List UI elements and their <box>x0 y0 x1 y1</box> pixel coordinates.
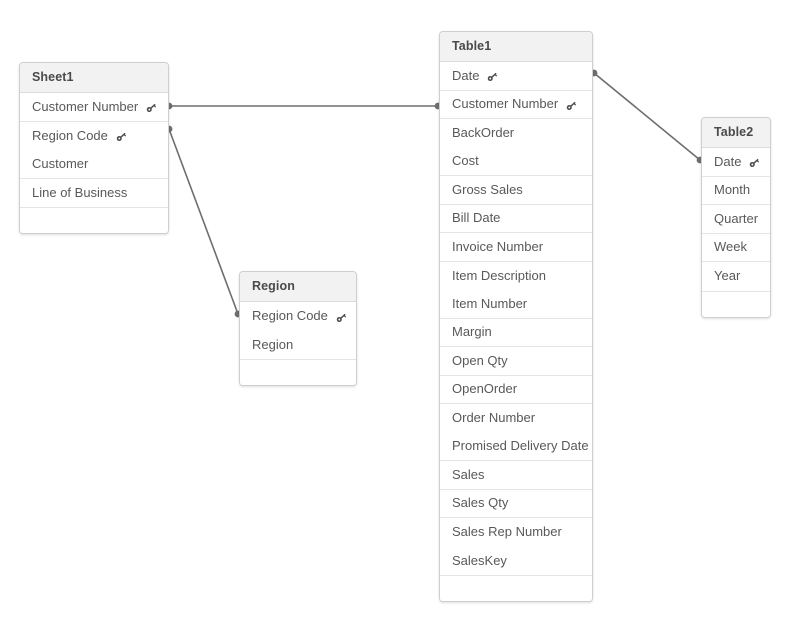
table-footer-spacer <box>240 359 356 385</box>
field-label: Order Number <box>452 410 536 425</box>
field-row[interactable]: Date <box>702 148 770 177</box>
field-label: Week <box>714 239 747 254</box>
field-row[interactable]: BackOrder <box>440 119 592 148</box>
field-row[interactable]: SalesKey <box>440 547 592 576</box>
field-label: Region Code <box>252 308 328 323</box>
field-row[interactable]: Date <box>440 62 592 91</box>
association-line <box>593 72 701 161</box>
field-row[interactable]: Region Code <box>20 122 168 151</box>
field-row[interactable]: Month <box>702 177 770 205</box>
field-label: Gross Sales <box>452 181 523 197</box>
field-label: OpenOrder <box>452 381 518 396</box>
association-link[interactable] <box>165 102 442 110</box>
field-label: Sales <box>452 466 485 482</box>
field-row[interactable]: Invoice Number <box>440 233 592 262</box>
key-icon <box>748 156 761 169</box>
key-icon <box>115 130 128 143</box>
field-row[interactable]: Sales <box>440 461 592 490</box>
field-row[interactable]: Year <box>702 262 770 291</box>
field-label: Item Number <box>452 295 528 311</box>
table-title-table2[interactable]: Table2 <box>702 118 770 148</box>
field-row[interactable]: Open Qty <box>440 347 592 376</box>
table-title-region[interactable]: Region <box>240 272 356 302</box>
field-label: BackOrder <box>452 125 515 140</box>
key-icon <box>565 99 578 112</box>
field-row[interactable]: Customer <box>20 150 168 179</box>
field-row[interactable]: Customer Number <box>440 91 592 119</box>
field-label: Item Description <box>452 267 546 283</box>
field-label: Region Code <box>32 127 108 143</box>
table-footer-spacer <box>440 575 592 601</box>
field-label: Quarter <box>714 210 759 226</box>
field-label: Open Qty <box>452 352 508 368</box>
field-row[interactable]: Margin <box>440 319 592 347</box>
field-label: Year <box>714 268 741 283</box>
field-row[interactable]: Order Number <box>440 404 592 433</box>
key-icon <box>335 311 348 324</box>
field-label: Month <box>714 182 751 197</box>
field-label: Bill Date <box>452 210 501 225</box>
field-label: Invoice Number <box>452 238 544 254</box>
field-row[interactable]: Region Code <box>240 302 356 331</box>
table-title-table1[interactable]: Table1 <box>440 32 592 62</box>
table-footer-spacer <box>20 207 168 233</box>
field-label: Customer <box>32 155 89 171</box>
field-row[interactable]: Bill Date <box>440 205 592 233</box>
association-link[interactable] <box>165 125 242 318</box>
association-line <box>168 128 239 315</box>
field-label: Line of Business <box>32 184 128 200</box>
field-row[interactable]: Week <box>702 234 770 262</box>
field-row[interactable]: Line of Business <box>20 179 168 208</box>
field-label: SalesKey <box>452 552 507 568</box>
association-link[interactable] <box>590 69 704 164</box>
field-label: Region <box>252 336 294 352</box>
field-row[interactable]: Gross Sales <box>440 176 592 205</box>
field-label: Date <box>714 153 742 169</box>
table-title-sheet1[interactable]: Sheet1 <box>20 63 168 93</box>
key-icon <box>486 70 499 83</box>
field-label: Date <box>452 67 480 83</box>
field-row[interactable]: Promised Delivery Date <box>440 433 592 461</box>
field-label: Margin <box>452 324 492 339</box>
field-label: Sales Qty <box>452 495 509 510</box>
field-row[interactable]: Cost <box>440 148 592 176</box>
field-row[interactable]: Customer Number <box>20 93 168 122</box>
field-row[interactable]: Quarter <box>702 205 770 234</box>
field-row[interactable]: OpenOrder <box>440 376 592 404</box>
table-footer-spacer <box>702 290 770 317</box>
field-label: Sales Rep Number <box>452 524 562 539</box>
field-label: Promised Delivery Date <box>452 438 589 453</box>
field-row[interactable]: Sales Rep Number <box>440 518 592 547</box>
field-row[interactable]: Item Number <box>440 290 592 319</box>
field-label: Customer Number <box>32 98 139 114</box>
field-label: Cost <box>452 153 479 168</box>
field-row[interactable]: Region <box>240 331 356 360</box>
key-icon <box>145 101 158 114</box>
field-row[interactable]: Item Description <box>440 262 592 291</box>
field-label: Customer Number <box>452 96 559 111</box>
field-row[interactable]: Sales Qty <box>440 490 592 518</box>
